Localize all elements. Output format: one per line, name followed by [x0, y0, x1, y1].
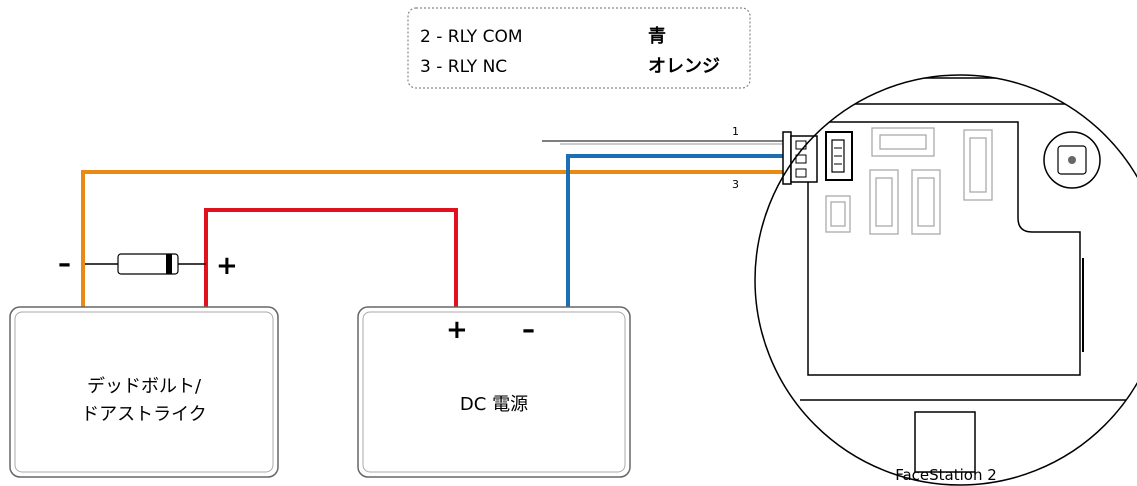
- lock-box-inner: [14, 311, 274, 473]
- diode-plus-sign: +: [216, 251, 238, 281]
- legend-row-1-pin: 2 - RLY COM: [420, 27, 523, 47]
- lock-label-line2: ドアストライク: [81, 404, 207, 425]
- relay-connector: [825, 131, 853, 181]
- wire-connector-plug: [782, 131, 818, 185]
- diode-cathode-band: [166, 254, 172, 274]
- housing-bottom-tab: [914, 411, 976, 473]
- red-wire: [204, 208, 458, 307]
- pin-1-label: 1: [732, 125, 739, 138]
- lock-label-line1: デッドボルト/: [87, 376, 202, 397]
- power-plus-sign: +: [446, 315, 468, 345]
- legend-row-2-pin: 3 - RLY NC: [420, 57, 507, 77]
- diode: – +: [58, 249, 238, 281]
- diode-body: [117, 253, 179, 275]
- circuit-board-outline: [807, 121, 1081, 376]
- orange-wire: [81, 170, 783, 307]
- power-box: + – DC 電源: [357, 306, 631, 478]
- wire-legend: 2 - RLY COM 青 3 - RLY NC オレンジ: [407, 7, 751, 89]
- device-detail: FaceStation 2: [754, 74, 1137, 486]
- legend-frame: [407, 7, 751, 89]
- device-magnifier-circle: [754, 74, 1137, 486]
- power-minus-sign: –: [522, 315, 535, 345]
- inactive-connectors: [825, 127, 993, 235]
- power-label: DC 電源: [460, 394, 528, 415]
- legend-row-2-color: オレンジ: [648, 56, 720, 77]
- power-box-outer: [357, 306, 631, 478]
- blue-wire: [566, 154, 783, 307]
- device-name: FaceStation 2: [895, 466, 997, 484]
- diode-minus-sign: –: [58, 249, 71, 279]
- power-box-inner: [362, 311, 626, 473]
- legend-row-1-color: 青: [648, 26, 666, 47]
- tamper-switch: [1043, 131, 1101, 189]
- pin-3-label: 3: [732, 178, 739, 191]
- lock-box-outer: [9, 306, 279, 478]
- lock-box: デッドボルト/ ドアストライク: [9, 306, 279, 478]
